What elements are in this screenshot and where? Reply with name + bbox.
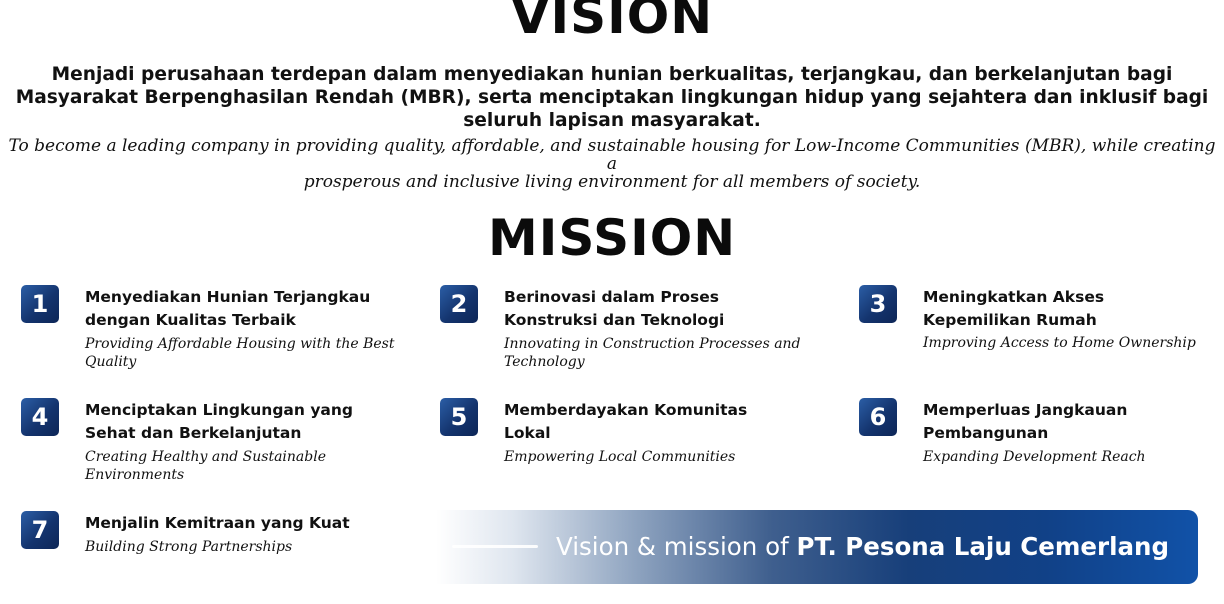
mission-subtitle-line: Environments bbox=[85, 467, 185, 483]
vision-id-line-3: seluruh lapisan masyarakat. bbox=[463, 110, 761, 131]
mission-item-1: 1 Menyediakan Hunian Terjangkau dengan K… bbox=[21, 285, 401, 375]
mission-title-line: Menjalin Kemitraan yang Kuat bbox=[85, 514, 350, 532]
mission-item-3: 3 Meningkatkan Akses Kepemilikan Rumah I… bbox=[859, 285, 1209, 375]
mission-title: Memperluas Jangkauan Pembangunan bbox=[923, 399, 1127, 445]
vision-id-line-2: Masyarakat Berpenghasilan Rendah (MBR), … bbox=[15, 87, 1209, 108]
vision-heading: VISION bbox=[510, 0, 714, 45]
banner-company-name: PT. Pesona Laju Cemerlang bbox=[796, 532, 1170, 561]
mission-title-line: Memberdayakan Komunitas bbox=[504, 401, 748, 419]
mission-subtitle-line: Innovating in Construction Processes and bbox=[504, 336, 801, 352]
banner-prefix: Vision & mission of bbox=[556, 532, 797, 561]
mission-title: Meningkatkan Akses Kepemilikan Rumah bbox=[923, 286, 1104, 332]
mission-subtitle-line: Providing Affordable Housing with the Be… bbox=[85, 336, 395, 352]
mission-title: Menjalin Kemitraan yang Kuat bbox=[85, 512, 350, 535]
mission-number-badge: 6 bbox=[859, 398, 897, 436]
mission-title-line: Pembangunan bbox=[923, 424, 1049, 442]
mission-title: Menciptakan Lingkungan yang Sehat dan Be… bbox=[85, 399, 353, 445]
mission-title: Berinovasi dalam Proses Konstruksi dan T… bbox=[504, 286, 724, 332]
banner-divider-line bbox=[452, 545, 538, 548]
mission-item-7: 7 Menjalin Kemitraan yang Kuat Building … bbox=[21, 511, 401, 571]
mission-number-badge: 4 bbox=[21, 398, 59, 436]
mission-title-line: Kepemilikan Rumah bbox=[923, 311, 1097, 329]
mission-subtitle: Empowering Local Communities bbox=[504, 448, 735, 466]
mission-title: Menyediakan Hunian Terjangkau dengan Kua… bbox=[85, 286, 370, 332]
mission-number-badge: 1 bbox=[21, 285, 59, 323]
mission-subtitle: Improving Access to Home Ownership bbox=[923, 334, 1196, 352]
mission-title-line: Lokal bbox=[504, 424, 551, 442]
mission-title-line: dengan Kualitas Terbaik bbox=[85, 311, 296, 329]
vision-en-line-1: To become a leading company in providing… bbox=[8, 136, 1216, 174]
mission-subtitle-line: Building Strong Partnerships bbox=[85, 539, 293, 555]
mission-subtitle-line: Improving Access to Home Ownership bbox=[923, 335, 1196, 351]
mission-title: Memberdayakan Komunitas Lokal bbox=[504, 399, 747, 445]
mission-title-line: Meningkatkan Akses bbox=[923, 288, 1105, 306]
mission-title-line: Menyediakan Hunian Terjangkau bbox=[85, 288, 371, 306]
mission-title-line: Sehat dan Berkelanjutan bbox=[85, 424, 302, 442]
mission-subtitle-line: Technology bbox=[504, 354, 585, 370]
vision-en-line-2: prosperous and inclusive living environm… bbox=[303, 172, 921, 192]
mission-subtitle: Innovating in Construction Processes and… bbox=[504, 335, 801, 371]
mission-item-4: 4 Menciptakan Lingkungan yang Sehat dan … bbox=[21, 398, 401, 488]
vision-statement-indonesian: Menjadi perusahaan terdepan dalam menyed… bbox=[0, 63, 1224, 132]
vision-statement-english: To become a leading company in providing… bbox=[0, 137, 1224, 191]
mission-number-badge: 2 bbox=[440, 285, 478, 323]
mission-subtitle-line: Expanding Development Reach bbox=[923, 449, 1146, 465]
mission-title-line: Memperluas Jangkauan bbox=[923, 401, 1128, 419]
company-banner: Vision & mission of PT. Pesona Laju Ceme… bbox=[436, 510, 1198, 584]
mission-number-badge: 3 bbox=[859, 285, 897, 323]
mission-title-line: Konstruksi dan Teknologi bbox=[504, 311, 725, 329]
mission-subtitle: Building Strong Partnerships bbox=[85, 538, 292, 556]
mission-title-line: Menciptakan Lingkungan yang bbox=[85, 401, 354, 419]
mission-subtitle-line: Quality bbox=[85, 354, 137, 370]
mission-item-6: 6 Memperluas Jangkauan Pembangunan Expan… bbox=[859, 398, 1209, 488]
mission-subtitle: Expanding Development Reach bbox=[923, 448, 1146, 466]
mission-subtitle-line: Creating Healthy and Sustainable bbox=[85, 449, 326, 465]
mission-subtitle-line: Empowering Local Communities bbox=[504, 449, 736, 465]
mission-item-5: 5 Memberdayakan Komunitas Lokal Empoweri… bbox=[440, 398, 820, 488]
mission-number-badge: 5 bbox=[440, 398, 478, 436]
banner-caption: Vision & mission of PT. Pesona Laju Ceme… bbox=[556, 530, 1169, 564]
mission-subtitle: Providing Affordable Housing with the Be… bbox=[85, 335, 395, 371]
vision-id-line-1: Menjadi perusahaan terdepan dalam menyed… bbox=[51, 64, 1173, 85]
mission-number-badge: 7 bbox=[21, 511, 59, 549]
mission-title-line: Berinovasi dalam Proses bbox=[504, 288, 719, 306]
mission-heading: MISSION bbox=[487, 209, 737, 267]
mission-subtitle: Creating Healthy and Sustainable Environ… bbox=[85, 448, 326, 484]
mission-item-2: 2 Berinovasi dalam Proses Konstruksi dan… bbox=[440, 285, 820, 375]
